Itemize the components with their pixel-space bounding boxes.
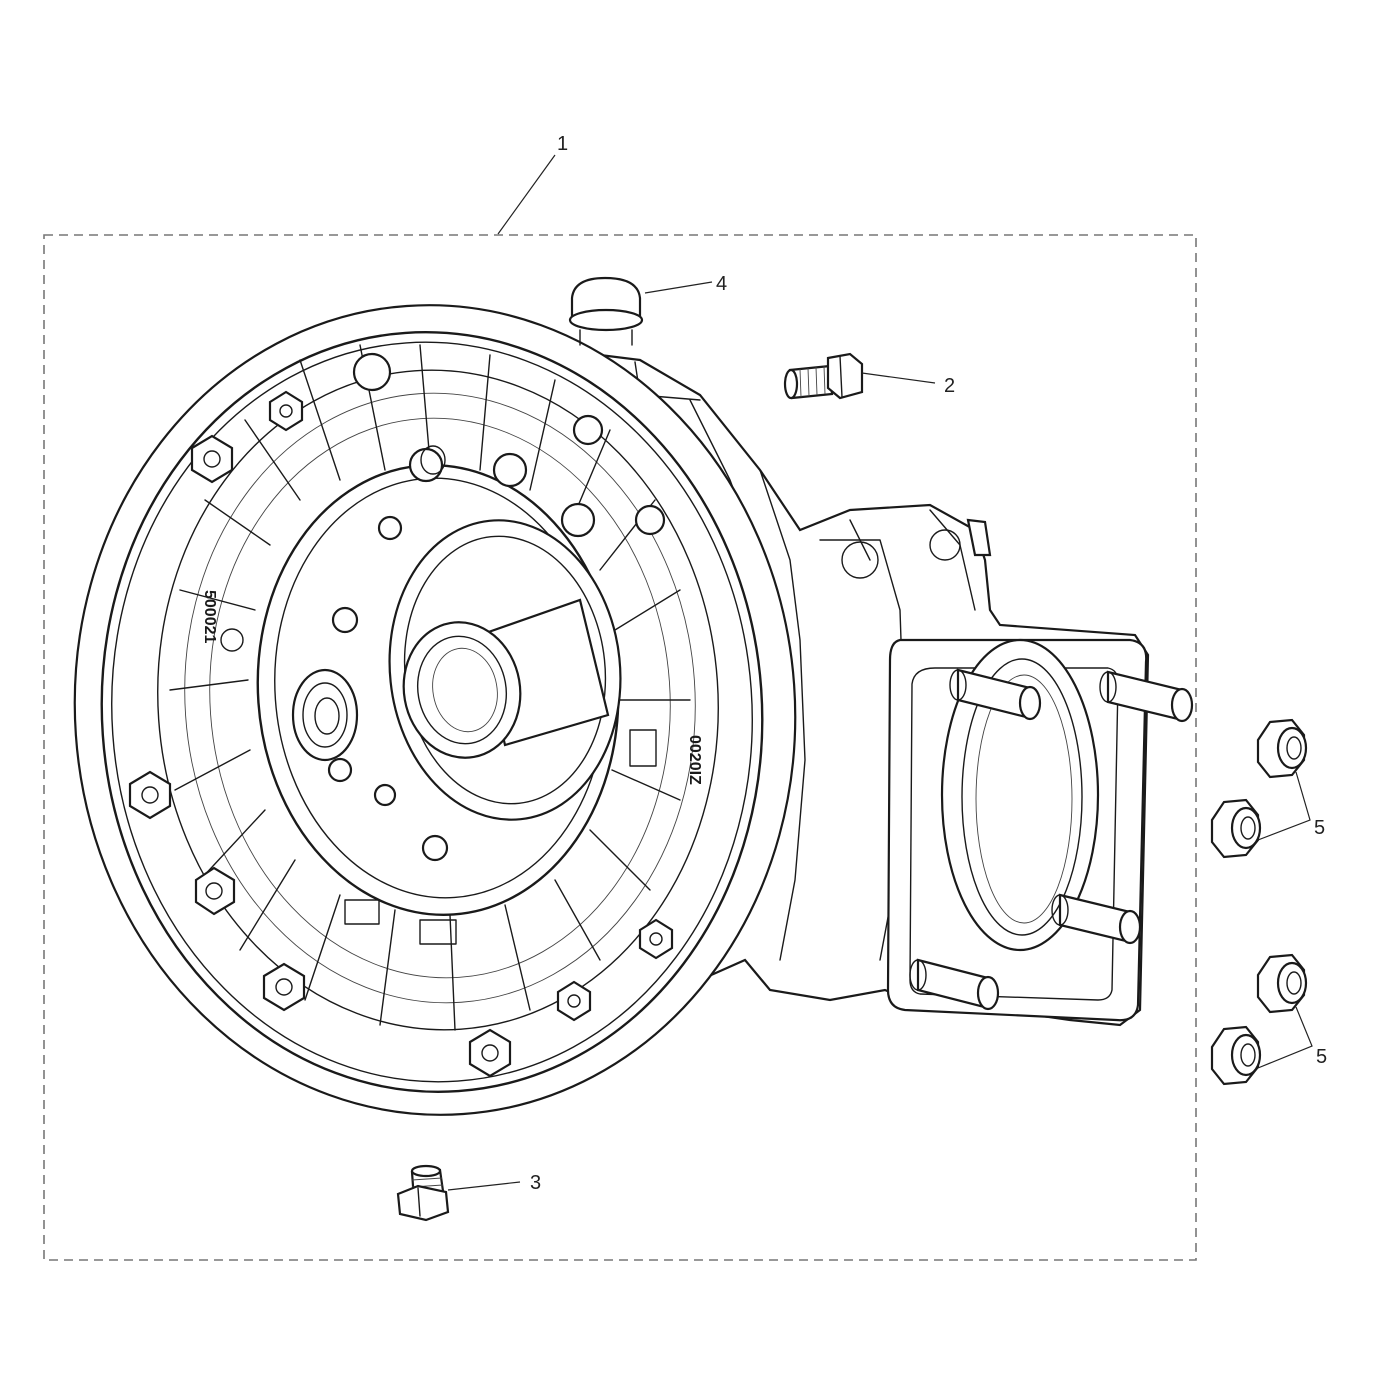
cover-bolts — [128, 390, 674, 1078]
flange-nut-1 — [1256, 718, 1308, 779]
flange-nut-4 — [1210, 1025, 1262, 1086]
breather-cap — [568, 276, 644, 346]
flange-stud-bottom-left — [909, 958, 1000, 1011]
flange-stud-bottom-right — [1051, 893, 1142, 945]
callout-5-lower: 5 — [1316, 1046, 1327, 1068]
casing-code-right: 0020IZ — [686, 735, 703, 785]
cover-radial-ribs — [169, 344, 691, 1031]
leader-lines — [447, 154, 1313, 1191]
assembly-boundary-box — [43, 234, 1197, 1261]
callout-5-upper: 5 — [1314, 817, 1325, 839]
callout-3: 3 — [530, 1172, 541, 1194]
callout-2: 2 — [944, 375, 955, 397]
flange-stud-top-right — [1099, 670, 1194, 723]
fill-bolt — [783, 352, 864, 400]
drain-plug — [396, 1164, 450, 1222]
casing-code-left: 500021 — [201, 590, 218, 643]
differential-housing: 500021 0020IZ — [73, 304, 1194, 1116]
flange-stud-top-left — [949, 668, 1042, 721]
flange-nut-2 — [1210, 798, 1262, 859]
callout-1: 1 — [557, 133, 568, 155]
flange-nut-3 — [1256, 953, 1308, 1014]
callout-4: 4 — [716, 273, 727, 295]
